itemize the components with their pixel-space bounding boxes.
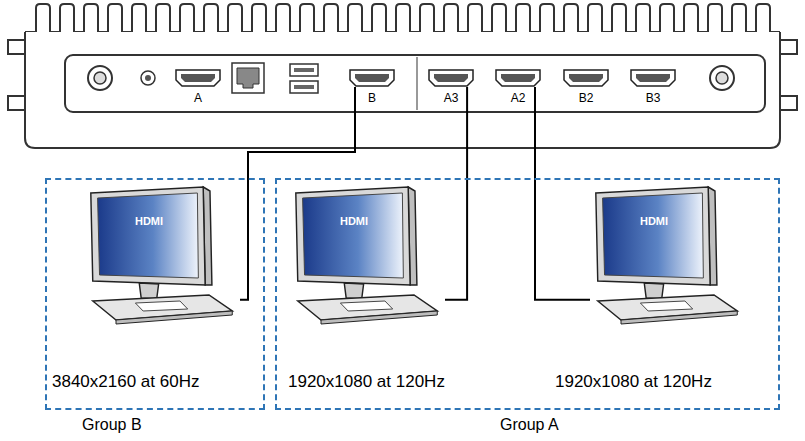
monitor-base-edge: [621, 311, 737, 324]
antenna-connector: [88, 66, 112, 90]
monitor: HDMI: [590, 185, 745, 325]
power-jack: [141, 71, 155, 85]
monitor-drawing: [590, 185, 745, 325]
resolution-label: 1920x1080 at 120Hz: [555, 372, 712, 392]
hdmi-port: B2: [563, 69, 609, 87]
lan-port: [232, 63, 264, 93]
hdmi-port-contacts: [434, 74, 468, 82]
hdmi-port-outline: [631, 70, 675, 86]
monitor: HDMI: [290, 185, 445, 325]
hdmi-port: B3: [630, 69, 676, 87]
hdmi-port: B: [349, 69, 395, 87]
monitor: HDMI: [85, 185, 240, 325]
hdmi-port: A: [175, 69, 221, 87]
hdmi-cable: [535, 87, 590, 300]
hdmi-port-outline: [428, 69, 474, 87]
device-illustration: [0, 0, 805, 160]
hdmi-port-outline: [175, 69, 221, 87]
antenna-connector: [716, 72, 728, 84]
hdmi-port-contacts: [636, 74, 670, 82]
group-label: Group A: [500, 416, 559, 434]
hdmi-port: A3: [428, 69, 474, 87]
port-label: A3: [428, 91, 474, 105]
usb-port: [290, 64, 318, 76]
cooling-fins: [25, 4, 780, 32]
hdmi-port-outline: [630, 69, 676, 87]
monitor-base-edge: [321, 311, 437, 324]
group-label: Group B: [82, 416, 142, 434]
monitor-screen: [98, 193, 199, 278]
monitor-frame: [296, 187, 410, 285]
rear-panel: [65, 55, 765, 112]
hdmi-port-contacts: [181, 74, 215, 82]
monitor-frame: [91, 187, 205, 285]
port-label: B2: [563, 91, 609, 105]
panel-divider: [416, 57, 418, 110]
port-label: B: [349, 91, 395, 105]
port-label: A: [175, 91, 221, 105]
screen-label: HDMI: [298, 215, 410, 227]
antenna-connector: [710, 66, 734, 90]
monitor-base-slot: [135, 301, 187, 311]
monitor-base-edge: [116, 311, 232, 324]
port-label: B3: [630, 91, 676, 105]
hdmi-port-outline: [495, 69, 541, 87]
monitor-frame: [596, 187, 710, 285]
usb-port: [294, 85, 314, 89]
monitor-base-slot: [340, 301, 392, 311]
resolution-label: 1920x1080 at 120Hz: [288, 372, 445, 392]
hdmi-port-outline: [563, 69, 609, 87]
hdmi-port-outline: [176, 70, 220, 86]
device-body: [25, 32, 780, 148]
port-label: A2: [495, 91, 541, 105]
monitor-neck: [139, 283, 158, 299]
hdmi-port-contacts: [355, 74, 389, 82]
hdmi-port-outline: [496, 70, 540, 86]
hdmi-port-outline: [564, 70, 608, 86]
hdmi-port-contacts: [569, 74, 603, 82]
lan-port: [237, 68, 259, 88]
monitor-drawing: [85, 185, 240, 325]
monitor-drawing: [290, 185, 445, 325]
screen-label: HDMI: [598, 215, 710, 227]
hdmi-port-outline: [349, 69, 395, 87]
resolution-label: 3840x2160 at 60Hz: [52, 372, 199, 392]
antenna-connector: [94, 72, 106, 84]
screen-label: HDMI: [93, 215, 205, 227]
power-jack: [145, 75, 151, 81]
usb-port: [290, 81, 318, 93]
monitor-screen: [603, 193, 704, 278]
monitor-base-slot: [640, 301, 692, 311]
hdmi-cable: [445, 87, 467, 300]
usb-port: [294, 68, 314, 72]
monitor-neck: [344, 283, 363, 299]
hdmi-port: A2: [495, 69, 541, 87]
hdmi-port-outline: [350, 70, 394, 86]
monitor-neck: [644, 283, 663, 299]
hdmi-port-contacts: [501, 74, 535, 82]
hdmi-port-outline: [429, 70, 473, 86]
monitor-screen: [303, 193, 404, 278]
